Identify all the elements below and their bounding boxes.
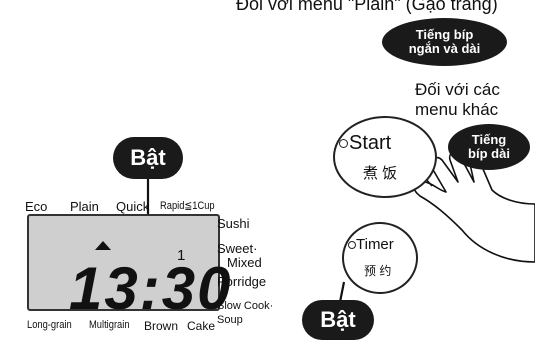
start-button-label: Start (349, 132, 392, 154)
start-led-icon (339, 139, 348, 148)
menu-slow-cook-soup-line-1: Slow Cook· (217, 300, 274, 312)
lcd-small-number: 1 (177, 247, 186, 264)
caption-other-menus: Đối với các menu khác (415, 80, 500, 120)
beep-short-long-bubble: Tiếng bíp ngắn và dài (382, 18, 507, 66)
beep-long-line-2: bíp dài (468, 146, 510, 161)
on-timer-bubble: Bật (302, 300, 374, 340)
menu-slow-cook-soup-line-2: Soup (217, 314, 243, 326)
lcd-panel: Eco Plain Quick Rapid≦1Cup 1 13:30 Sushi… (13, 192, 273, 333)
caption-other-menus-line-1: Đối với các (415, 80, 500, 99)
mode-eco: Eco (25, 199, 48, 214)
start-button-cjk-label: 煮 饭 (363, 165, 398, 182)
grain-cake: Cake (187, 319, 216, 333)
on-lcd-bubble: Bật (113, 137, 183, 179)
menu-porridge-line-1: Porridge (217, 274, 267, 289)
grain-long: Long-grain (27, 319, 72, 331)
grain-multigrain: Multigrain (89, 319, 130, 331)
menu-sweet-mixed: Sweet· Mixed (217, 242, 262, 270)
menu-sweet-mixed-line-1: Sweet· (217, 241, 258, 256)
menu-slow-cook-soup: Slow Cook· Soup (217, 299, 273, 327)
mode-rapid: Rapid≦1Cup (160, 200, 215, 212)
beep-long-line-1: Tiếng (471, 132, 507, 148)
on-timer-label: Bật (320, 307, 356, 332)
beep-short-long-line-2: ngắn và dài (408, 41, 481, 56)
start-button[interactable]: Start 煮 饭 (333, 116, 437, 198)
on-timer-connector (338, 281, 346, 303)
lcd-clock-display: 13:30 (69, 255, 233, 322)
grain-brown: Brown (144, 319, 179, 333)
timer-led-icon (348, 241, 356, 249)
menu-sushi-line-1: Sushi (217, 216, 250, 231)
lcd-screen: 1 13:30 (27, 214, 230, 320)
plain-indicator-arrow (95, 241, 111, 250)
mode-plain: Plain (70, 199, 99, 214)
menu-porridge: Porridge (217, 275, 266, 289)
beep-long-bubble: Tiếng bíp dài (448, 124, 530, 170)
timer-button[interactable]: Timer 预 约 (342, 222, 418, 294)
caption-other-menus-line-2: menu khác (415, 100, 499, 119)
menu-sweet-mixed-line-2: Mixed (227, 255, 262, 270)
mode-quick: Quick (116, 199, 150, 214)
on-lcd-label: Bật (130, 145, 166, 170)
beep-short-long-line-1: Tiếng bíp (415, 27, 474, 43)
timer-button-label: Timer (356, 236, 394, 253)
menu-sushi: Sushi (217, 217, 250, 231)
timer-button-cjk-label: 预 约 (364, 264, 392, 278)
caption-plain-menu: Đối với menu "Plain" (Gạo trắng) (236, 0, 498, 14)
